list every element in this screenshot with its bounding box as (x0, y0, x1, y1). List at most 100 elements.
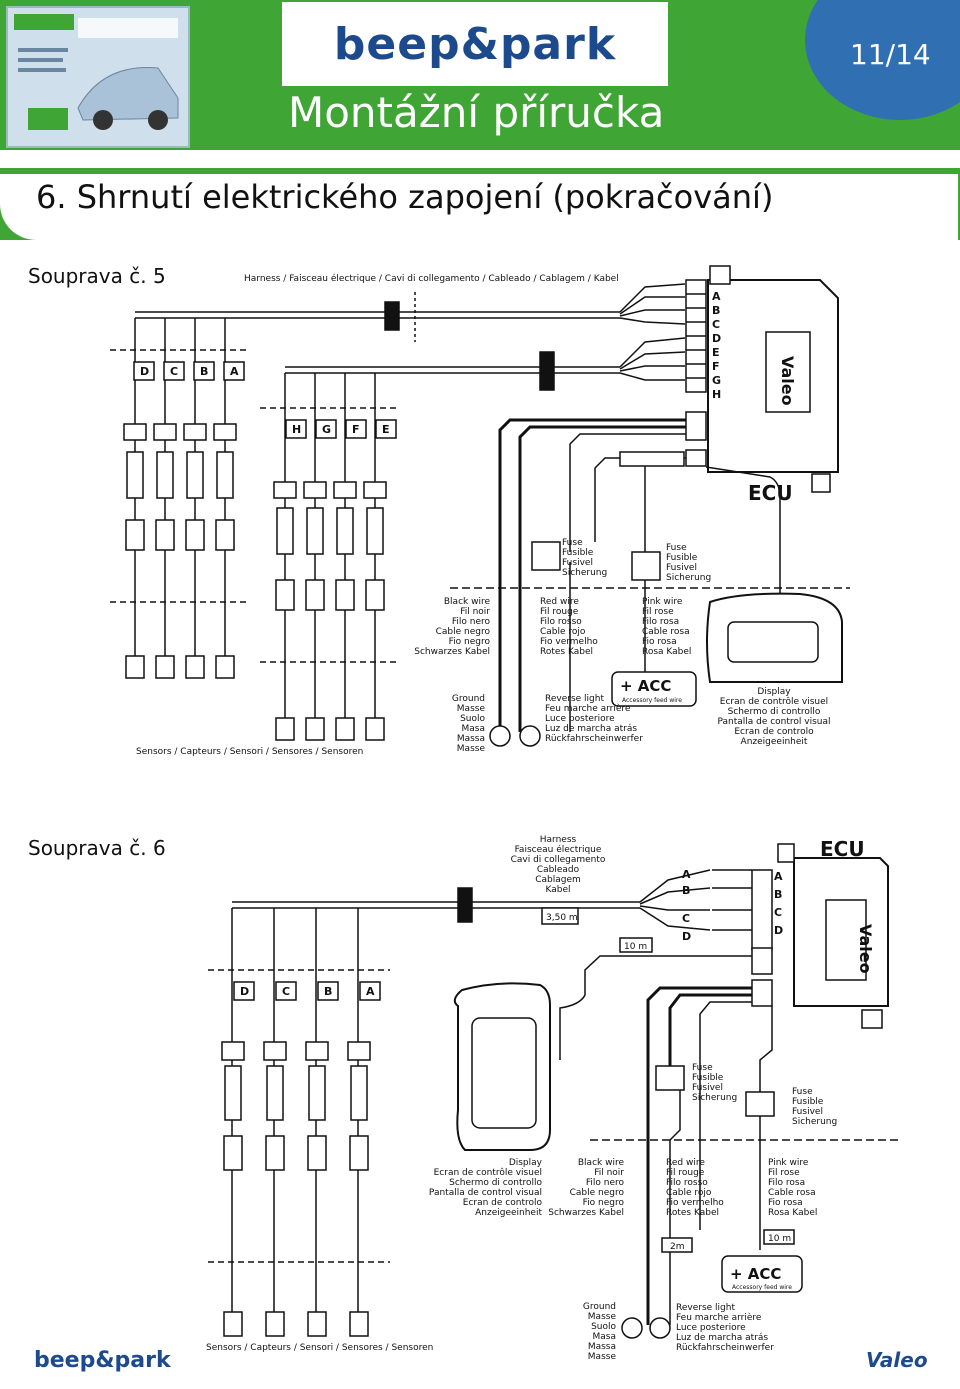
kit5-tag-g: G (322, 423, 331, 436)
kit6-ecu-label: ECU (820, 837, 865, 861)
svg-text:Pink wire: Pink wire (768, 1158, 809, 1168)
kit6-pin-d: D (774, 924, 783, 937)
svg-text:Fio vermelho: Fio vermelho (666, 1198, 724, 1208)
svg-text:Masse: Masse (457, 704, 486, 714)
svg-text:Fio negro: Fio negro (449, 637, 491, 647)
page-number: 11/14 (850, 38, 931, 71)
kit6-ecu-brand: Valeo (856, 924, 875, 974)
svg-text:Feu marche arrière: Feu marche arrière (545, 703, 631, 714)
kit6-left-pin-b: B (682, 884, 690, 897)
kit6-reverse: Reverse light Feu marche arrière Luce po… (676, 1303, 774, 1353)
svg-text:Ecran de contrôle visuel: Ecran de contrôle visuel (720, 696, 828, 707)
svg-text:Faisceau électrique: Faisceau électrique (515, 844, 602, 855)
svg-text:Rotes Kabel: Rotes Kabel (666, 1208, 719, 1218)
kit5-pink-wire: Pink wire Fil rose Filo rosa Cable rosa … (642, 597, 691, 657)
svg-text:Filo nero: Filo nero (586, 1178, 625, 1188)
svg-text:Schwarzes Kabel: Schwarzes Kabel (548, 1208, 624, 1218)
svg-text:Filo rosso: Filo rosso (540, 617, 582, 627)
kit5-pin-a: A (712, 290, 721, 303)
svg-text:Fio rosa: Fio rosa (642, 637, 677, 647)
svg-text:Fusivel: Fusivel (692, 1083, 723, 1093)
kit6-pin-a: A (774, 870, 783, 883)
kit5-tag-b: B (200, 365, 208, 378)
kit6-black-wire: Black wire Fil noir Filo nero Cable negr… (548, 1158, 624, 1218)
kit6-fuse2: Fuse Fusible Fusivel Sicherung (792, 1087, 837, 1127)
svg-text:Fusible: Fusible (562, 548, 594, 558)
kit6-acc-sub: Accessory feed wire (732, 1284, 792, 1291)
kit5-ecu-label: ECU (748, 481, 793, 505)
svg-text:Suolo: Suolo (591, 1322, 616, 1332)
svg-text:Suolo: Suolo (460, 714, 485, 724)
svg-text:Massa: Massa (457, 734, 485, 744)
svg-text:Anzeigeeinheit: Anzeigeeinheit (475, 1208, 542, 1218)
svg-text:Rosa Kabel: Rosa Kabel (642, 647, 691, 657)
kit6-pin-b: B (774, 888, 782, 901)
kit5-ecu-brand: Valeo (778, 356, 797, 406)
svg-text:Fil rouge: Fil rouge (540, 607, 579, 617)
kit5-sensors-label: Sensors / Capteurs / Sensori / Sensores … (136, 747, 363, 757)
svg-text:Cable negro: Cable negro (570, 1188, 625, 1198)
svg-text:Cable rojo: Cable rojo (540, 627, 586, 637)
svg-text:Massa: Massa (588, 1342, 616, 1352)
kit6-fuse1: Fuse Fusible Fusivel Sicherung (692, 1063, 737, 1103)
svg-text:Fil rouge: Fil rouge (666, 1168, 705, 1178)
kit5-wiring-diagram: Harness / Faisceau électrique / Cavi di … (110, 265, 850, 757)
svg-text:Cablagem: Cablagem (535, 875, 581, 885)
kit5-tag-h: H (292, 423, 301, 436)
kit6-red-wire: Red wire Fil rouge Filo rosso Cable rojo… (666, 1158, 724, 1218)
kit6-len-2m: 2m (670, 1242, 685, 1252)
kit5-label: Souprava č. 5 (28, 264, 166, 288)
svg-text:Pantalla de control visual: Pantalla de control visual (429, 1188, 542, 1198)
kit5-harness-label: Harness / Faisceau électrique / Cavi di … (244, 273, 619, 284)
svg-text:Fusible: Fusible (792, 1097, 824, 1107)
section-title: 6. Shrnutí elektrického zapojení (pokrač… (36, 178, 774, 216)
kit5-display-label: Display Ecran de contrôle visuel Schermo… (717, 687, 830, 747)
kit5-fuse2: Fuse Fusible Fusivel Sicherung (666, 543, 711, 583)
kit5-pin-c: C (712, 318, 720, 331)
svg-text:Masse: Masse (457, 744, 486, 754)
svg-text:Cable rosa: Cable rosa (642, 627, 690, 637)
kit6-tag-b: B (324, 985, 332, 998)
svg-text:Fuse: Fuse (666, 543, 687, 553)
svg-text:Rotes Kabel: Rotes Kabel (540, 647, 593, 657)
svg-text:Reverse light: Reverse light (545, 694, 604, 704)
kit6-pin-c: C (774, 906, 782, 919)
kit5-tag-f: F (352, 423, 360, 436)
svg-text:Fusible: Fusible (692, 1073, 724, 1083)
kit6-left-pin-a: A (682, 868, 691, 881)
footer-valeo-logo: Valeo (866, 1348, 928, 1372)
section-bar-inner (0, 174, 958, 240)
svg-text:Luz de marcha atrás: Luz de marcha atrás (676, 1333, 768, 1343)
svg-text:Pantalla de control visual: Pantalla de control visual (717, 717, 830, 727)
svg-text:Fusivel: Fusivel (666, 563, 697, 573)
kit6-tag-a: A (366, 985, 375, 998)
kit5-acc: + ACC (620, 677, 671, 695)
kit6-left-pin-c: C (682, 912, 690, 925)
svg-text:Fio vermelho: Fio vermelho (540, 637, 598, 647)
product-box-image (6, 6, 190, 148)
section-bar (0, 168, 960, 240)
svg-text:Sicherung: Sicherung (692, 1093, 737, 1103)
svg-text:Kabel: Kabel (545, 885, 570, 895)
header-banner: beep&park Montážní příručka 11/14 (0, 0, 960, 150)
kit6-len-10m-b: 10 m (768, 1234, 791, 1244)
svg-text:Fil rose: Fil rose (768, 1168, 800, 1178)
svg-text:Rückfahrscheinwerfer: Rückfahrscheinwerfer (545, 734, 643, 744)
kit6-acc: + ACC (730, 1265, 781, 1283)
svg-text:Fio rosa: Fio rosa (768, 1198, 803, 1208)
svg-text:Schwarzes Kabel: Schwarzes Kabel (414, 647, 490, 657)
kit5-pin-f: F (712, 360, 720, 373)
svg-text:Rückfahrscheinwerfer: Rückfahrscheinwerfer (676, 1343, 774, 1353)
svg-text:Filo nero: Filo nero (452, 617, 491, 627)
svg-text:Fusivel: Fusivel (792, 1107, 823, 1117)
svg-text:Sicherung: Sicherung (792, 1117, 837, 1127)
svg-text:Schermo di controllo: Schermo di controllo (728, 707, 821, 717)
kit6-wiring-diagram: Harness Faisceau électrique Cavi di coll… (206, 835, 900, 1360)
svg-text:Schermo di controllo: Schermo di controllo (449, 1178, 542, 1188)
svg-text:Luce posteriore: Luce posteriore (545, 714, 615, 724)
svg-text:Cable rojo: Cable rojo (666, 1188, 712, 1198)
kit6-display-label: Display Ecran de contrôle visuel Schermo… (429, 1158, 543, 1218)
logo-text: beep&park (333, 18, 617, 70)
kit5-black-wire: Black wire Fil noir Filo nero Cable negr… (414, 597, 490, 657)
kit6-len-harness: 3,50 m (546, 913, 578, 923)
